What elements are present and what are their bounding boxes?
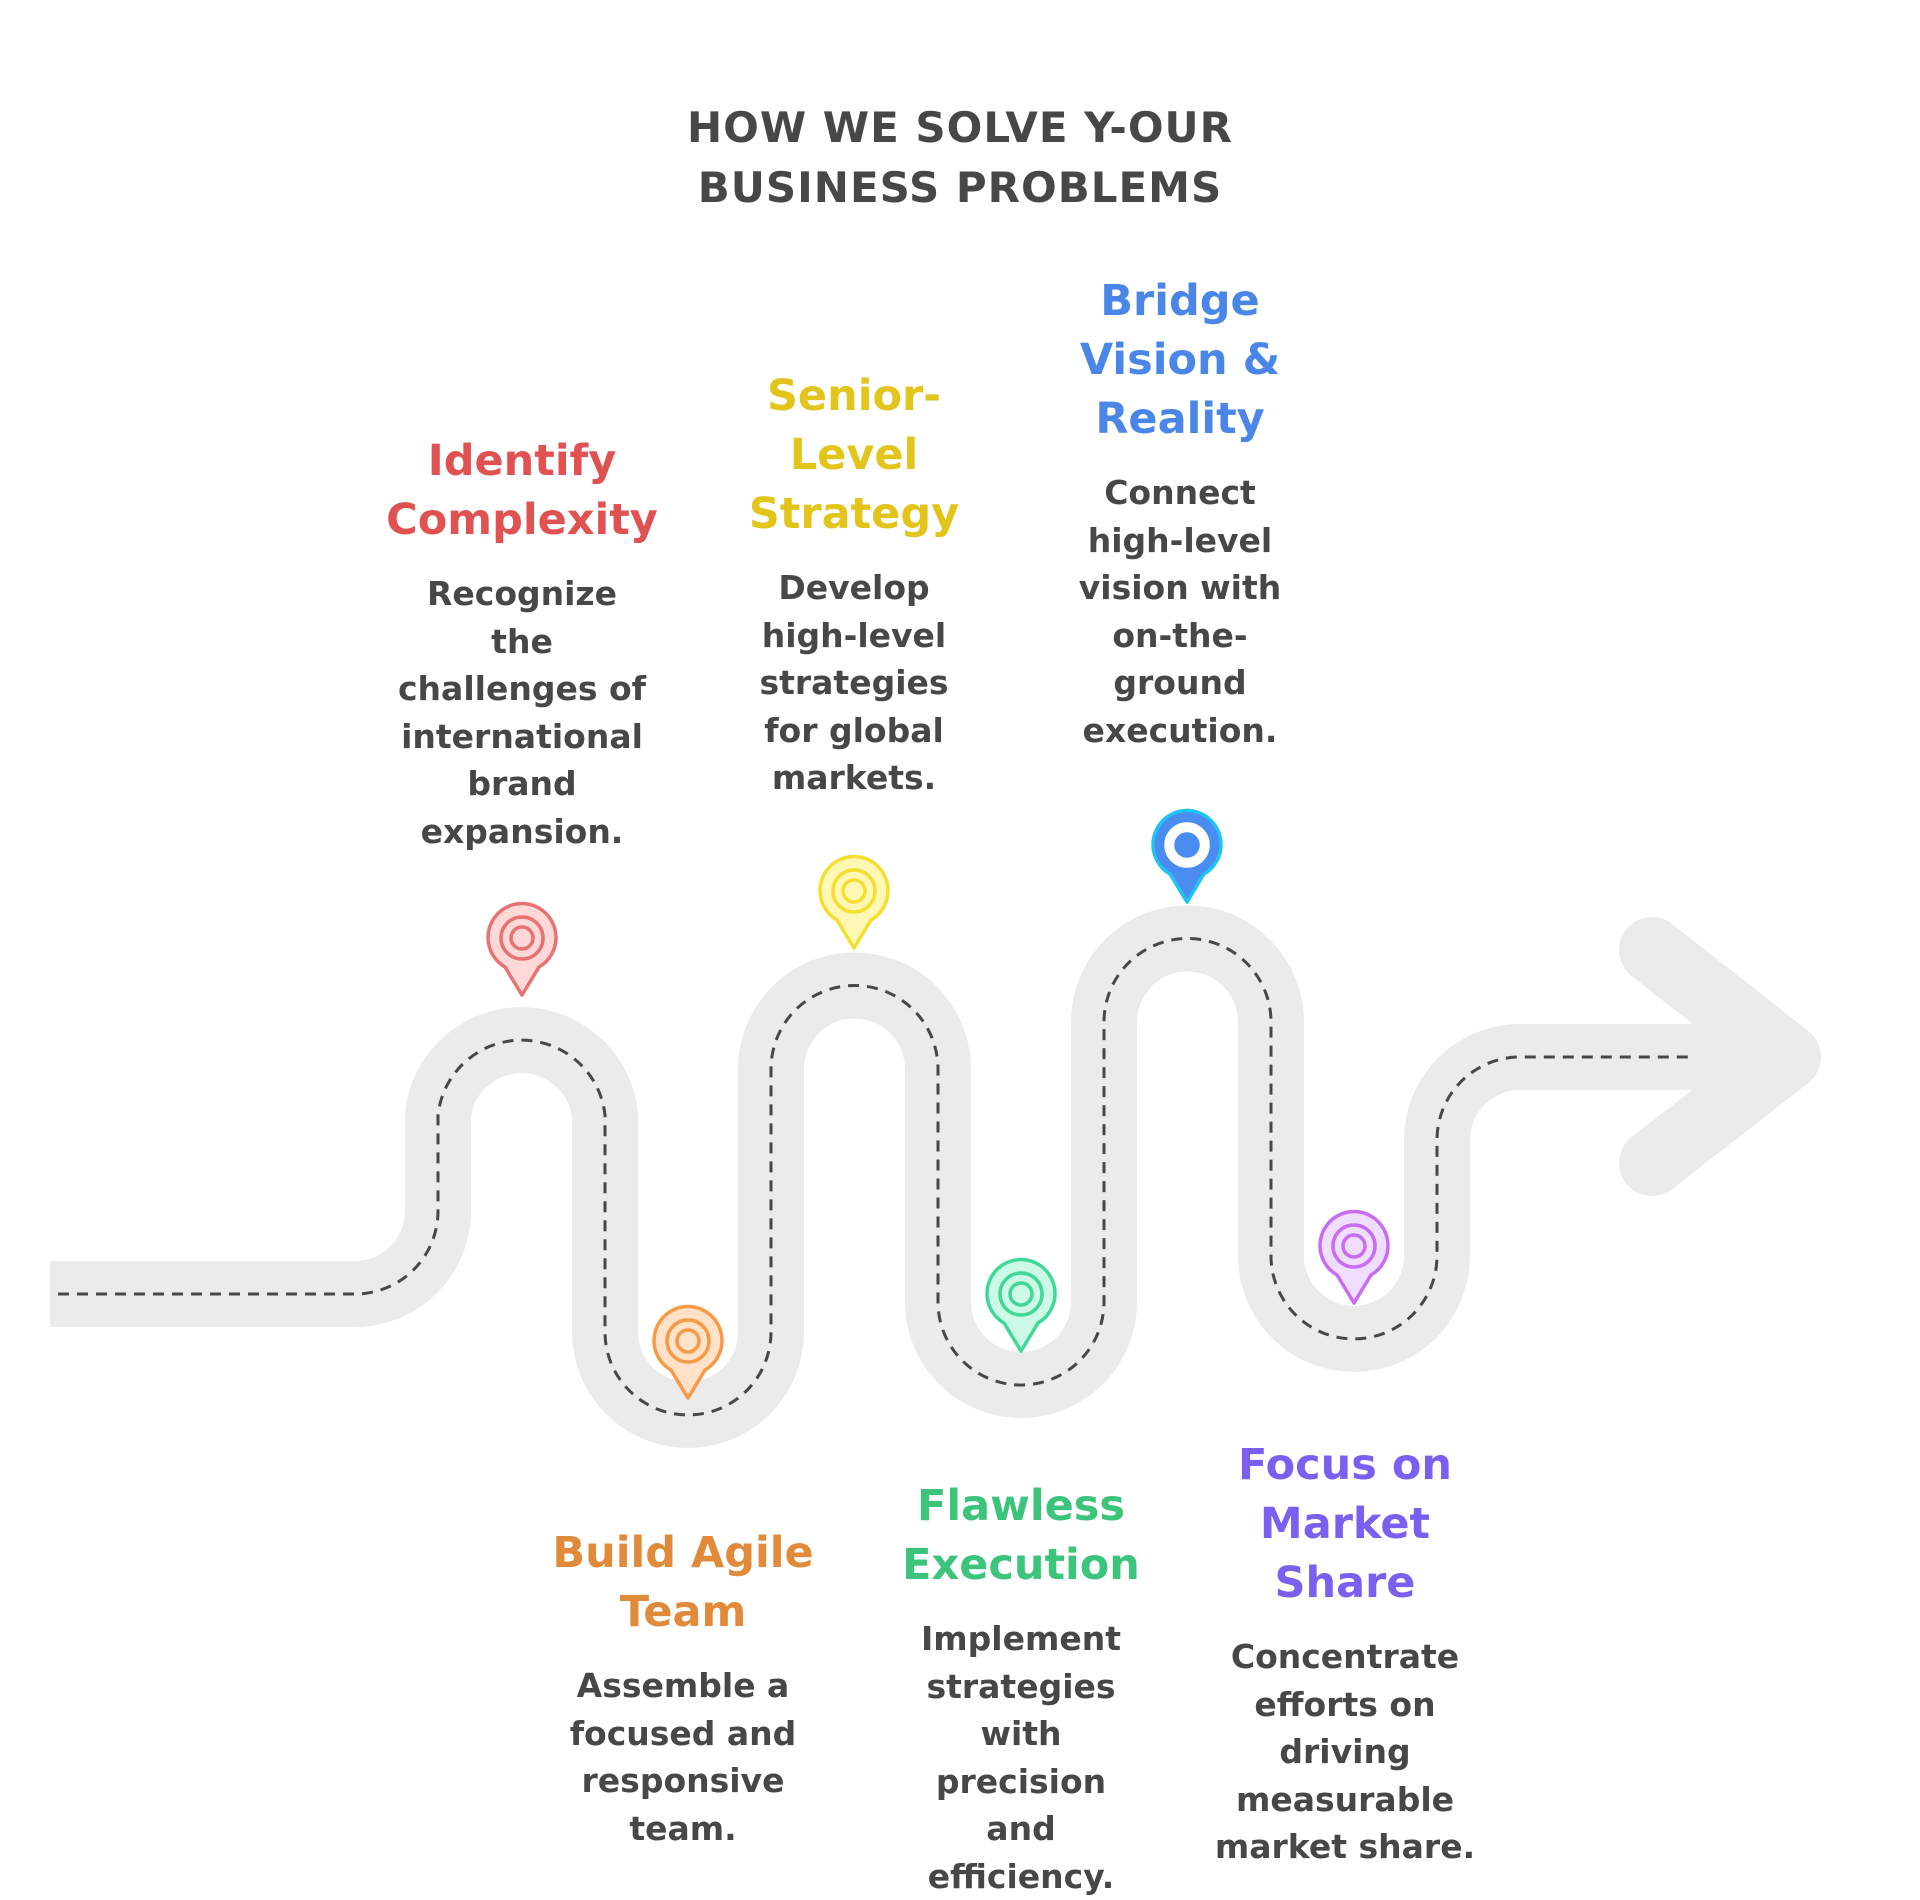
step-description-line: efficiency. <box>902 1853 1140 1900</box>
step-description-line: market share. <box>1215 1823 1475 1871</box>
step-description-line: on-the- <box>1079 612 1282 660</box>
step-title-line: Reality <box>1079 390 1282 449</box>
title-line: BUSINESS PROBLEMS <box>0 158 1920 218</box>
step-description-line: expansion. <box>386 808 658 856</box>
step-title-line: Team <box>552 1583 813 1642</box>
step-title-line: Focus on <box>1215 1436 1475 1495</box>
step-description-line: markets. <box>749 754 959 802</box>
step-description-line: high-level <box>1079 517 1282 565</box>
step-description-line: team. <box>552 1805 813 1853</box>
step-description-line: for global <box>749 707 959 755</box>
step-title-line: Complexity <box>386 491 658 550</box>
step-description-line: efforts on <box>1215 1681 1475 1729</box>
map-pin-icon <box>1320 1212 1388 1303</box>
step-description-line: driving <box>1215 1728 1475 1776</box>
step-description-line: Connect <box>1079 469 1282 517</box>
step-title-line: Execution <box>902 1536 1140 1595</box>
step-description-line: measurable <box>1215 1776 1475 1824</box>
map-pin-icon <box>820 857 888 948</box>
step-title-line: Share <box>1215 1554 1475 1613</box>
road-band <box>50 939 1740 1415</box>
step-title-line: Vision & <box>1079 331 1282 390</box>
step-description-line: execution. <box>1079 707 1282 755</box>
step-description-line: Concentrate <box>1215 1633 1475 1681</box>
step-title-line: Identify <box>386 432 658 491</box>
step-description-line: strategies <box>902 1663 1140 1711</box>
step-description-line: Assemble a <box>552 1662 813 1710</box>
step-description-line: responsive <box>552 1757 813 1805</box>
step-description-line: precision <box>902 1758 1140 1806</box>
step-description-line: the <box>386 618 658 666</box>
step-description-line: vision with <box>1079 564 1282 612</box>
step-description-line: Recognize <box>386 570 658 618</box>
step-description-line: challenges of <box>386 665 658 713</box>
step-description-line: strategies <box>749 659 959 707</box>
map-pin-icon <box>488 904 556 995</box>
step-description-line: and <box>902 1805 1140 1853</box>
step-title-line: Strategy <box>749 485 959 544</box>
map-pin-icon <box>1153 811 1221 902</box>
step-description-line: Develop <box>749 564 959 612</box>
map-pin-icon <box>987 1260 1055 1351</box>
step-title-line: Build Agile <box>552 1524 813 1583</box>
step-description-line: focused and <box>552 1710 813 1758</box>
page-title: HOW WE SOLVE Y-OUR BUSINESS PROBLEMS <box>0 98 1920 218</box>
step-description-line: brand <box>386 760 658 808</box>
step-title-line: Market <box>1215 1495 1475 1554</box>
step-description-line: high-level <box>749 612 959 660</box>
step-title-line: Flawless <box>902 1477 1140 1536</box>
step-description-line: international <box>386 713 658 761</box>
step-title-line: Level <box>749 426 959 485</box>
step-description-line: Implement <box>902 1615 1140 1663</box>
title-line: HOW WE SOLVE Y-OUR <box>0 98 1920 158</box>
step-description-line: ground <box>1079 659 1282 707</box>
step-title-line: Bridge <box>1079 272 1282 331</box>
step-description-line: with <box>902 1710 1140 1758</box>
step-title-line: Senior- <box>749 367 959 426</box>
